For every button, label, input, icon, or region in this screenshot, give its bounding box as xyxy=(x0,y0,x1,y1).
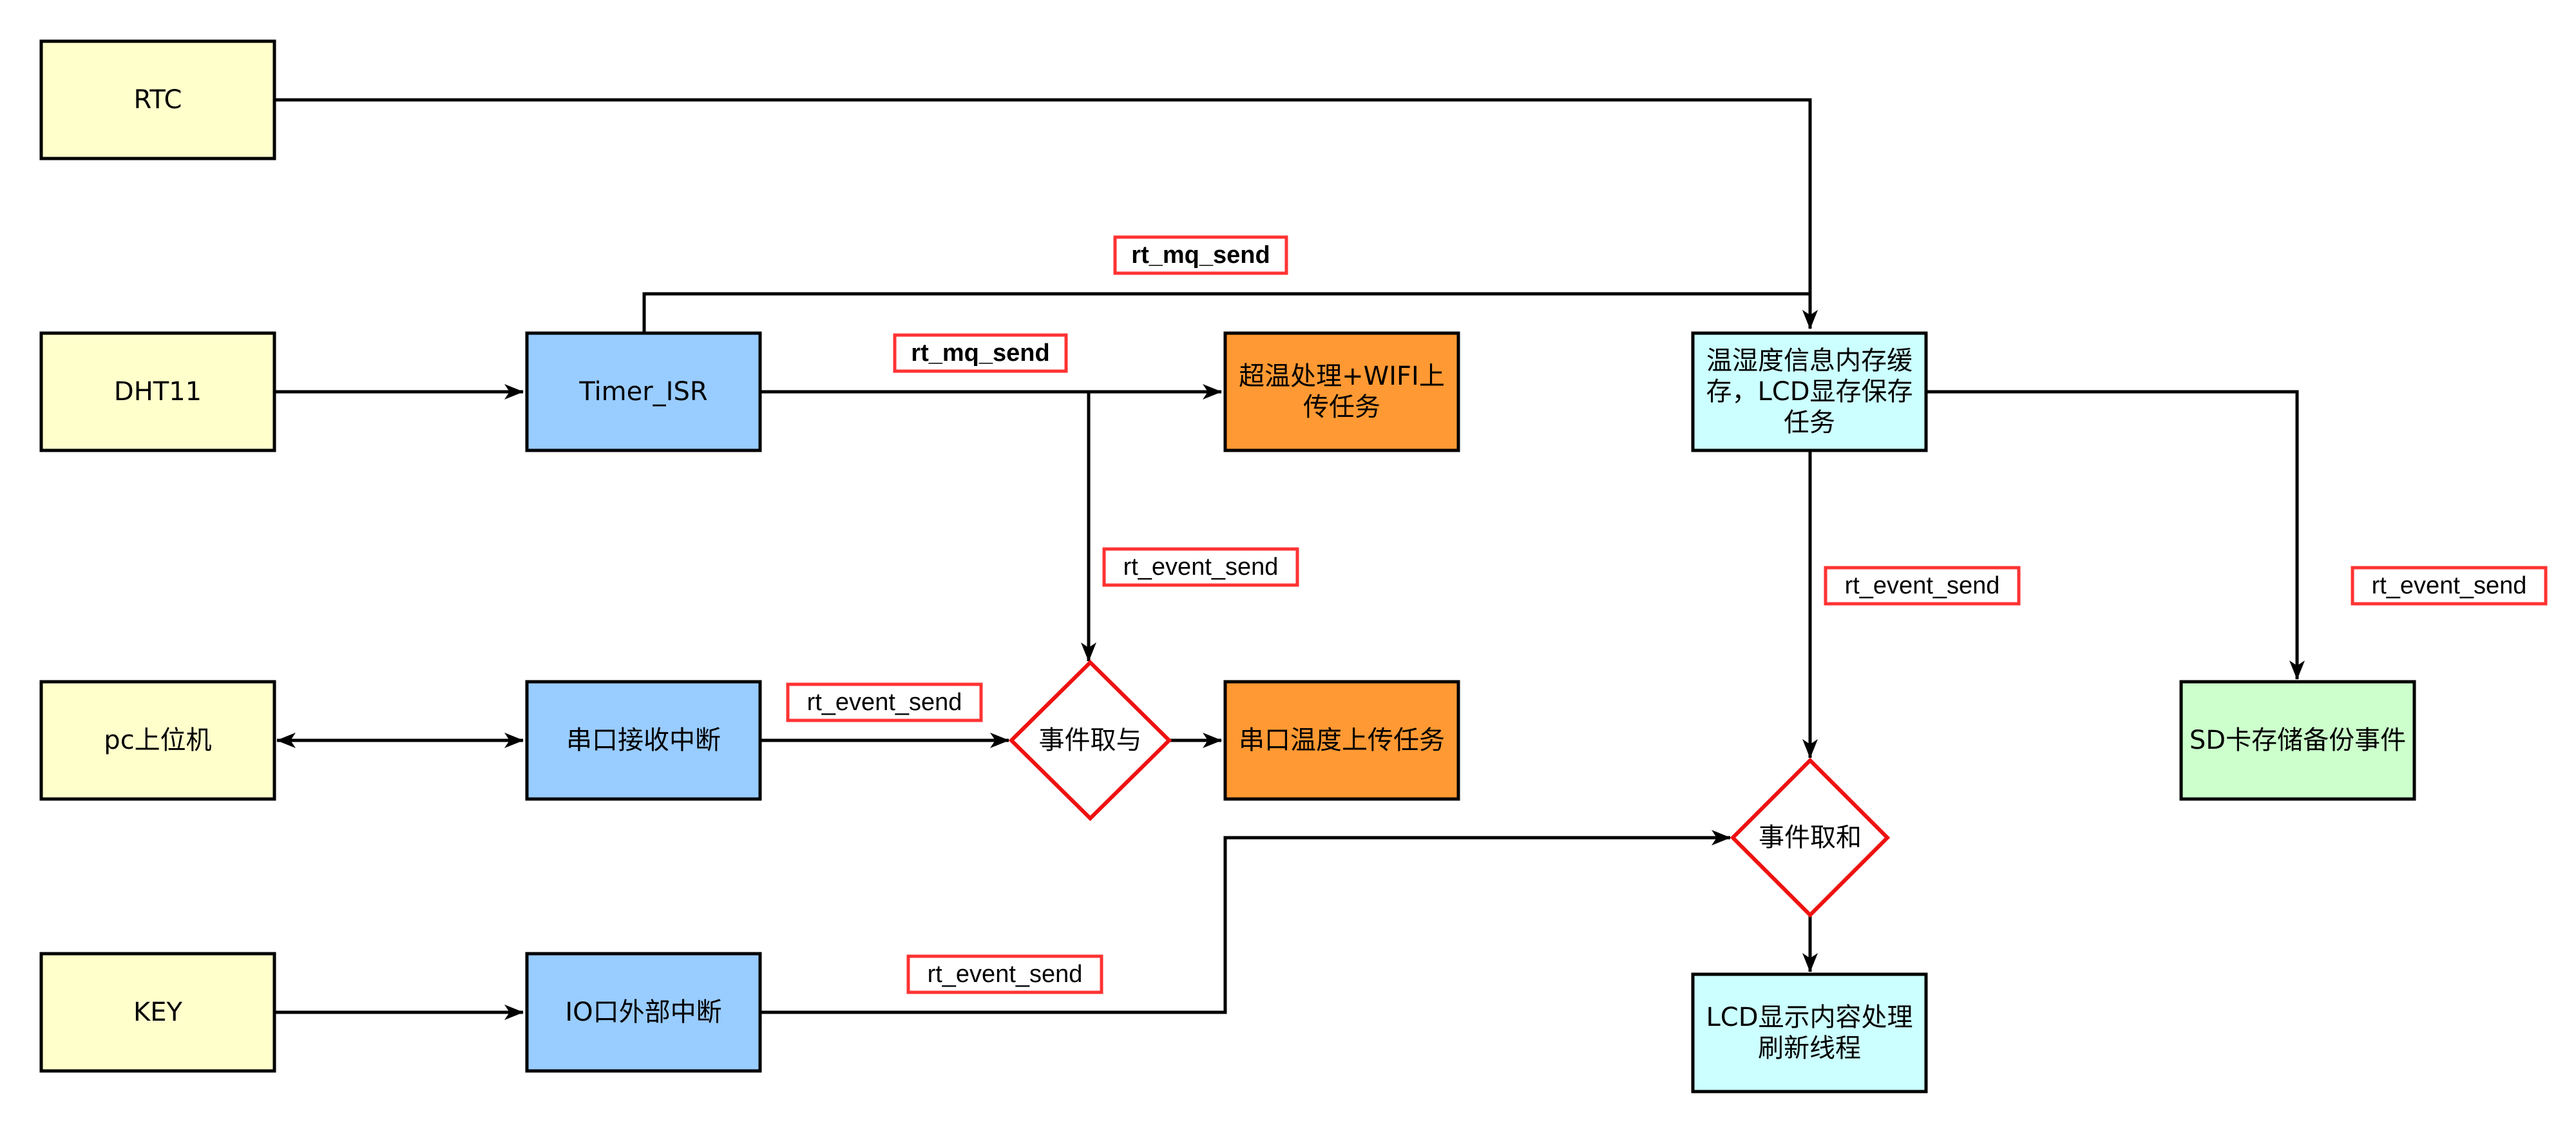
edge-label-box xyxy=(1113,235,1288,275)
edge-label-box xyxy=(906,954,1103,994)
node-label-line: 串口温度上传任务 xyxy=(1239,726,1445,755)
edge-label-mq-send-top: rt_mq_send xyxy=(1113,235,1288,275)
node-label-line: 串口接收中断 xyxy=(566,726,721,755)
edge-label-box xyxy=(1102,547,1299,587)
edge-cache-task-to-sd-backup-event xyxy=(1926,390,2305,680)
node-label-line: 事件取和 xyxy=(1759,823,1862,852)
diamond-shape xyxy=(1008,659,1172,822)
box-shape xyxy=(39,952,276,1073)
box-shape xyxy=(39,331,276,452)
edge-label-mq-send-timer: rt_mq_send xyxy=(893,333,1068,373)
edge-label-event-send-io: rt_event_send xyxy=(906,954,1103,994)
box-shape xyxy=(39,39,276,160)
node-label-line: LCD显示内容处理 xyxy=(1706,1003,1913,1032)
node-label-line: DHT11 xyxy=(114,377,202,407)
node-label-line: IO口外部中断 xyxy=(565,997,721,1027)
box-shape xyxy=(1691,972,1928,1093)
edge-label-box xyxy=(2351,566,2548,606)
edge-label-event-send-uart: rt_event_send xyxy=(786,682,983,722)
node-event-and[interactable]: 事件取与 xyxy=(1008,659,1172,822)
node-label-line: 温湿度信息内存缓 xyxy=(1706,346,1913,376)
node-rtc[interactable]: RTC xyxy=(39,39,276,160)
box-shape xyxy=(39,680,276,801)
edge-label-event-send-sd: rt_event_send xyxy=(2351,566,2548,606)
edge-label-event-send-cache: rt_event_send xyxy=(1824,566,2021,606)
node-sd-backup-event[interactable]: SD卡存储备份事件 xyxy=(2179,680,2416,801)
edge-label-event-send-timer: rt_event_send xyxy=(1102,547,1299,587)
edge-label-text: rt_mq_send xyxy=(1131,242,1270,269)
node-pc-host[interactable]: pc上位机 xyxy=(39,680,276,801)
node-label-line: RTC xyxy=(134,85,182,115)
node-label-line: Timer_ISR xyxy=(578,377,707,407)
edge-label-text: rt_mq_send xyxy=(911,340,1049,367)
node-uart-temp-upload-task[interactable]: 串口温度上传任务 xyxy=(1223,680,1460,801)
node-event-or[interactable]: 事件取和 xyxy=(1730,757,1891,918)
node-key[interactable]: KEY xyxy=(39,952,276,1073)
node-label-line: 传任务 xyxy=(1303,392,1380,422)
node-label-line: KEY xyxy=(133,997,183,1027)
node-label-line: SD卡存储备份事件 xyxy=(2190,726,2406,755)
edge-label-text: rt_event_send xyxy=(1845,572,2000,599)
edge-rtc-to-cache-task xyxy=(274,98,1818,329)
node-dht11[interactable]: DHT11 xyxy=(39,331,276,452)
edges-layer xyxy=(274,98,2305,1020)
node-timer-isr[interactable]: Timer_ISR xyxy=(525,331,762,452)
node-uart-rx-isr[interactable]: 串口接收中断 xyxy=(525,680,762,801)
node-label-line: 存，LCD显存保存 xyxy=(1706,377,1913,407)
box-shape xyxy=(2179,680,2416,801)
edge-label-text: rt_event_send xyxy=(2372,572,2527,599)
node-label-line: 刷新线程 xyxy=(1758,1034,1861,1063)
edge-labels-layer: rt_mq_send rt_mq_send rt_event_send rt_even… xyxy=(786,235,2548,994)
node-label-line: 超温处理+WIFI上 xyxy=(1239,361,1445,391)
box-shape xyxy=(1691,331,1928,452)
box-shape xyxy=(525,331,762,452)
nodes-layer: RTC DHT11 pc上位机 KEY Timer_ISR 串口接收中断 IO口外部中断 超温… xyxy=(39,39,2416,1093)
edge-label-box xyxy=(893,333,1068,373)
box-shape xyxy=(525,680,762,801)
edge-label-box xyxy=(786,682,983,722)
edge-label-text: rt_event_send xyxy=(928,961,1083,988)
edge-timer-isr-to-cache-task xyxy=(642,292,1818,333)
node-io-ext-isr[interactable]: IO口外部中断 xyxy=(525,952,762,1073)
node-label-line: 任务 xyxy=(1784,408,1835,438)
box-shape xyxy=(1223,331,1460,452)
box-shape xyxy=(525,952,762,1073)
edge-label-text: rt_event_send xyxy=(807,689,962,716)
node-label-line: pc上位机 xyxy=(104,726,211,755)
edge-io-ext-isr-to-event-or xyxy=(760,830,1731,1014)
edge-label-box xyxy=(1824,566,2021,606)
edge-label-text: rt_event_send xyxy=(1123,554,1279,581)
node-label-line: 事件取与 xyxy=(1039,726,1142,755)
diamond-shape xyxy=(1730,757,1891,918)
box-shape xyxy=(1223,680,1460,801)
